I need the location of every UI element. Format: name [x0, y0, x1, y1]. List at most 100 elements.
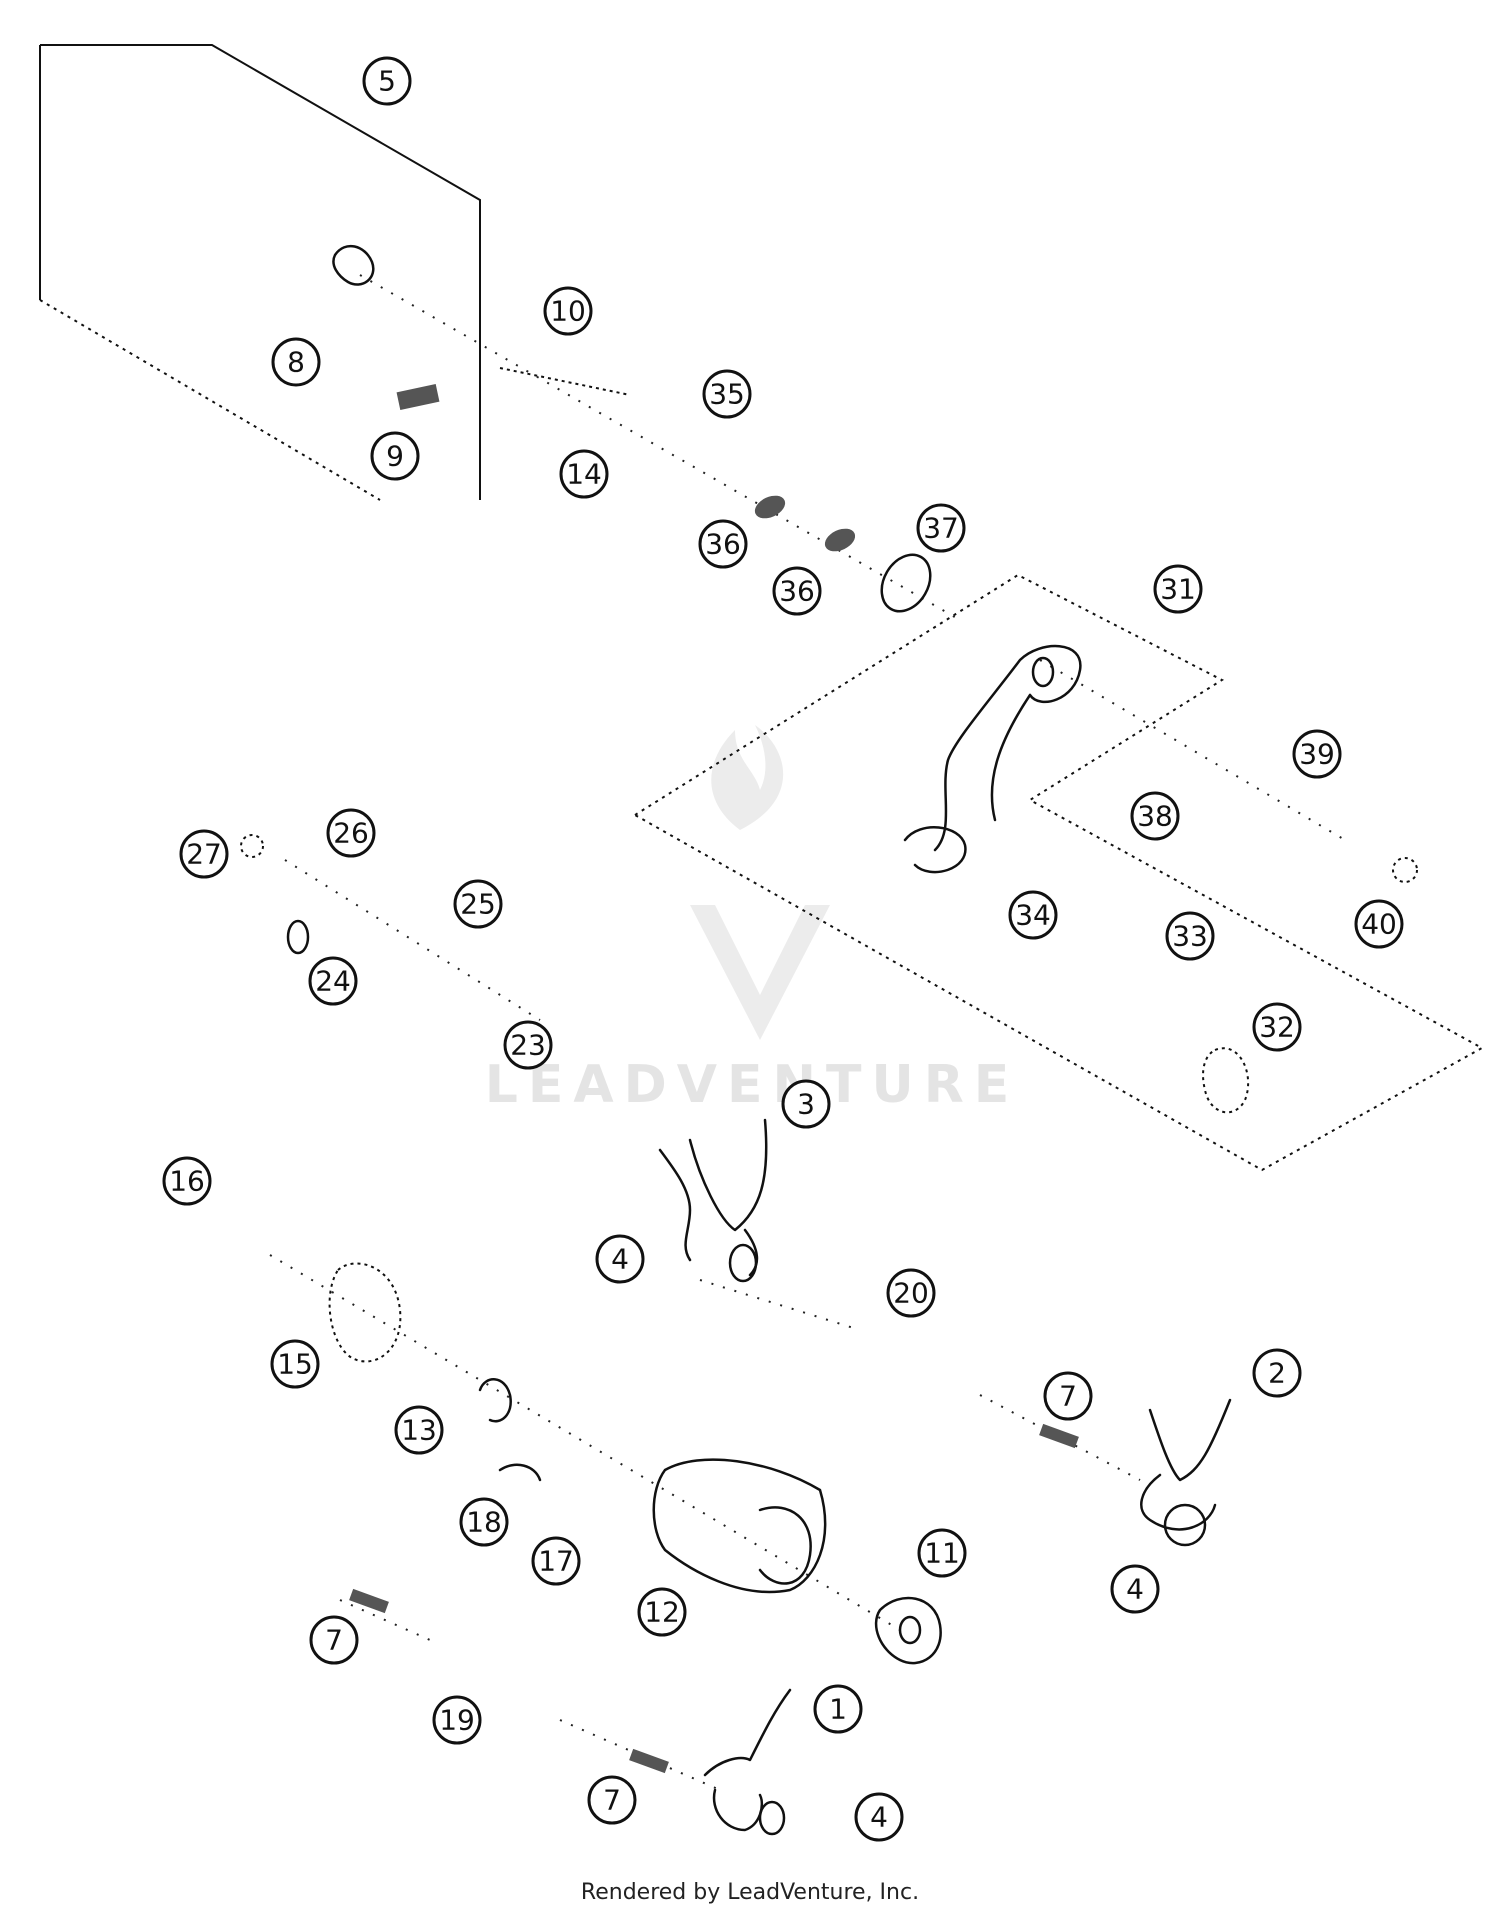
callout-10: 10 [543, 286, 593, 336]
svg-text:36: 36 [705, 528, 741, 561]
spring-7a [1039, 1423, 1079, 1449]
callout-24: 24 [308, 956, 358, 1006]
shift-fork-2 [1140, 1398, 1232, 1531]
shift-fork-3 [658, 1118, 768, 1277]
callouts: 5 10 8 35 9 14 37 36 36 31 39 38 26 27 2… [162, 56, 1404, 1842]
assembly-frame-right [634, 573, 1485, 1172]
v-logo-icon [690, 905, 830, 1040]
svg-text:9: 9 [386, 440, 404, 473]
svg-text:37: 37 [923, 512, 959, 545]
callout-36-b: 36 [772, 566, 822, 616]
part-27 [240, 834, 264, 858]
gear-15 [328, 1262, 402, 1363]
spring-7c [629, 1748, 669, 1774]
callout-19: 19 [432, 1695, 482, 1745]
shift-drum-12 [652, 1458, 827, 1594]
callout-27: 27 [179, 829, 229, 879]
svg-text:38: 38 [1137, 800, 1173, 833]
callout-33: 33 [1165, 911, 1215, 961]
svg-text:4: 4 [611, 1243, 629, 1276]
callout-7-a: 7 [1043, 1371, 1093, 1421]
callout-32: 32 [1252, 1002, 1302, 1052]
svg-text:36: 36 [779, 575, 815, 608]
svg-text:40: 40 [1361, 908, 1397, 941]
svg-text:2: 2 [1268, 1357, 1286, 1390]
svg-text:7: 7 [1059, 1380, 1077, 1413]
svg-text:11: 11 [924, 1537, 960, 1570]
svg-text:15: 15 [277, 1348, 313, 1381]
callout-40: 40 [1354, 899, 1404, 949]
callout-7-c: 7 [587, 1775, 637, 1825]
callout-39: 39 [1292, 729, 1342, 779]
callout-34: 34 [1008, 890, 1058, 940]
shift-shaft-end [332, 244, 375, 286]
spring-7b [349, 1588, 389, 1614]
svg-text:33: 33 [1172, 920, 1208, 953]
callout-3: 3 [781, 1079, 831, 1129]
svg-text:31: 31 [1160, 573, 1196, 606]
svg-text:35: 35 [709, 378, 745, 411]
callout-15: 15 [270, 1339, 320, 1389]
svg-text:10: 10 [550, 295, 586, 328]
callout-13: 13 [394, 1405, 444, 1455]
ring-37 [880, 553, 932, 613]
spring-9 [396, 384, 440, 410]
part-40 [1392, 857, 1418, 883]
washer-36b [824, 528, 856, 552]
gear-32 [1202, 1047, 1250, 1114]
svg-text:26: 26 [333, 817, 369, 850]
svg-text:17: 17 [538, 1545, 574, 1578]
callout-36-a: 36 [698, 519, 748, 569]
callout-12: 12 [637, 1587, 687, 1637]
callout-26: 26 [326, 808, 376, 858]
callout-38: 38 [1130, 791, 1180, 841]
callout-5: 5 [362, 56, 412, 106]
shift-lever-31 [903, 644, 1082, 874]
svg-text:4: 4 [1126, 1573, 1144, 1606]
shift-fork-1 [703, 1688, 792, 1832]
washer-36a [754, 495, 786, 519]
callout-2: 2 [1252, 1348, 1302, 1398]
callout-11: 11 [917, 1528, 967, 1578]
callout-37: 37 [916, 503, 966, 553]
svg-text:27: 27 [186, 838, 222, 871]
svg-text:8: 8 [287, 346, 305, 379]
callout-16: 16 [162, 1156, 212, 1206]
svg-text:23: 23 [510, 1029, 546, 1062]
svg-text:13: 13 [401, 1414, 437, 1447]
svg-text:24: 24 [315, 965, 351, 998]
callout-25: 25 [453, 879, 503, 929]
footer-credit: Rendered by LeadVenture, Inc. [580, 1880, 920, 1905]
bearing-11 [874, 1596, 942, 1665]
callout-4-c: 4 [854, 1792, 904, 1842]
svg-text:1: 1 [829, 1693, 847, 1726]
callout-9: 9 [370, 431, 420, 481]
callout-8: 8 [271, 337, 321, 387]
part-shapes [240, 244, 1418, 1836]
svg-text:14: 14 [566, 458, 602, 491]
svg-text:19: 19 [439, 1704, 475, 1737]
callout-7-b: 7 [309, 1615, 359, 1665]
svg-text:16: 16 [169, 1165, 205, 1198]
svg-text:5: 5 [378, 65, 396, 98]
svg-text:4: 4 [870, 1801, 888, 1834]
svg-text:18: 18 [466, 1506, 502, 1539]
svg-text:3: 3 [797, 1088, 815, 1121]
callout-4-b: 4 [1110, 1564, 1160, 1614]
assembly-axes [269, 274, 1346, 1791]
callout-1: 1 [813, 1684, 863, 1734]
bearing-13 [478, 1378, 512, 1423]
callout-17: 17 [531, 1536, 581, 1586]
callout-14: 14 [559, 449, 609, 499]
callout-35: 35 [702, 369, 752, 419]
svg-text:12: 12 [644, 1596, 680, 1629]
svg-text:39: 39 [1299, 738, 1335, 771]
callout-20: 20 [886, 1268, 936, 1318]
washer-24 [286, 919, 310, 955]
assembly-frame-top-left [39, 44, 481, 501]
watermark: LEADVENTURE [485, 725, 1020, 1115]
pin-18 [498, 1463, 542, 1482]
watermark-text: LEADVENTURE [485, 1055, 1020, 1115]
svg-text:32: 32 [1259, 1011, 1295, 1044]
